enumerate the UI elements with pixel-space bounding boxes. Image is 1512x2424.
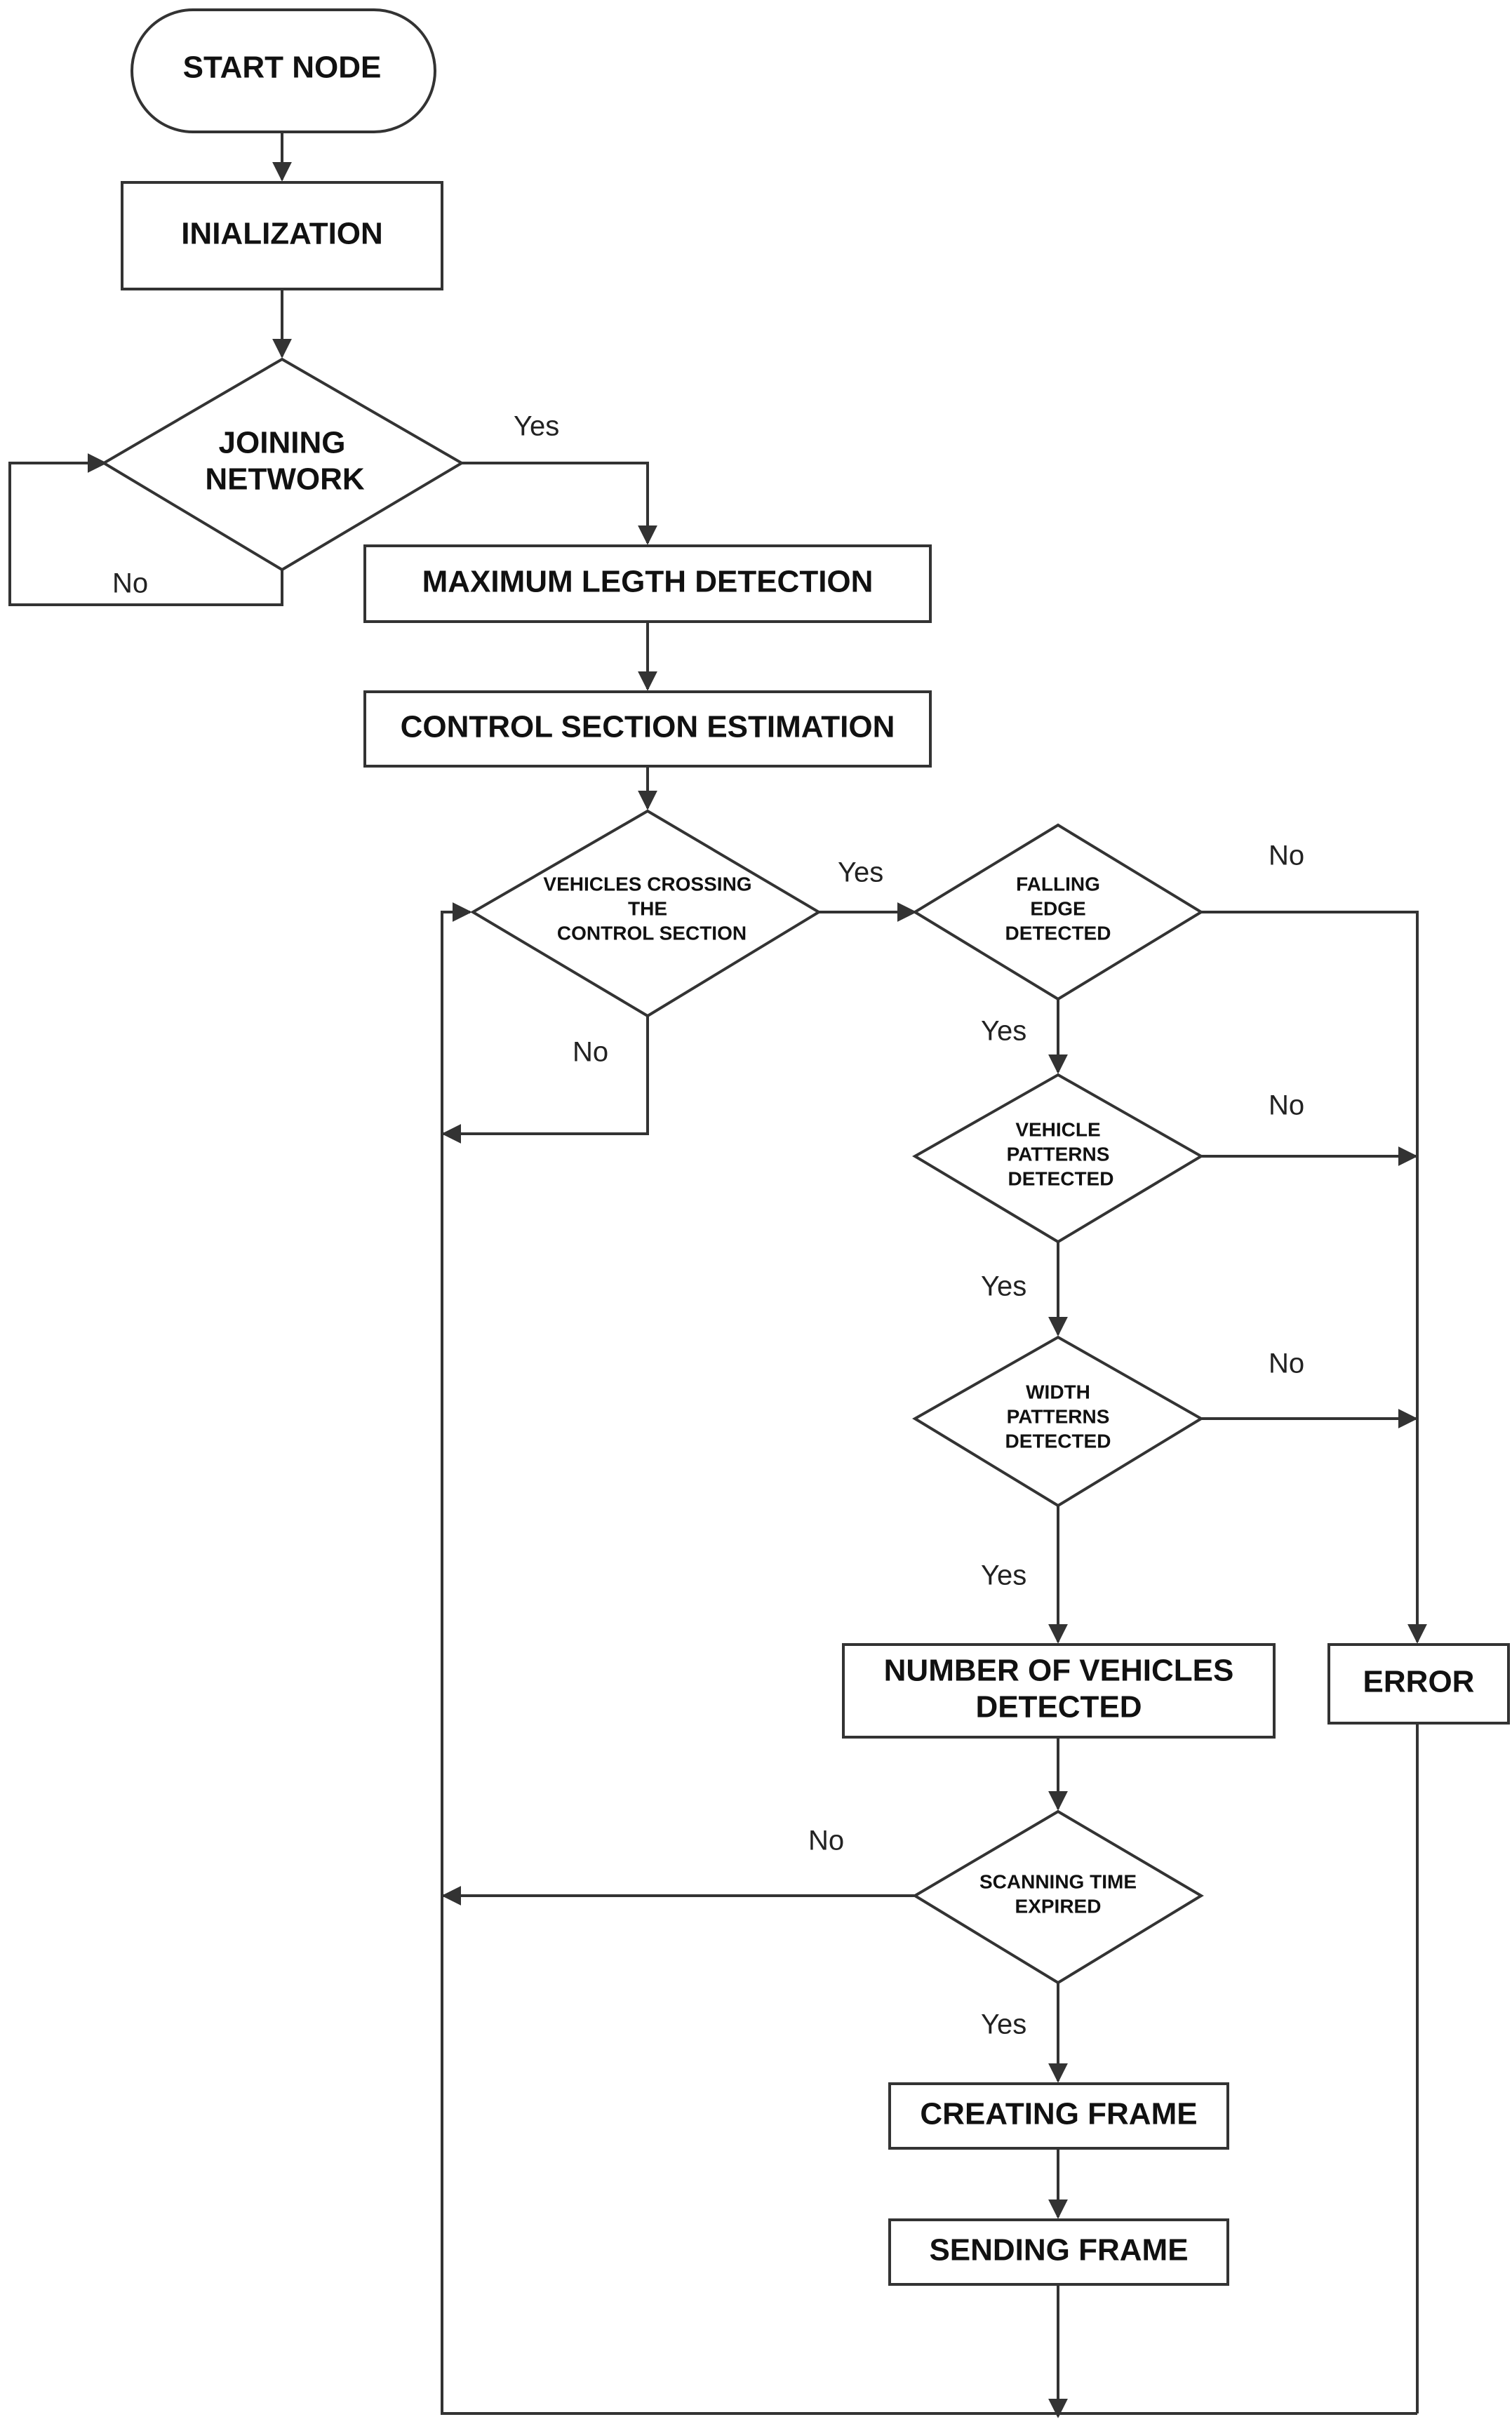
error-box-label: ERROR: [1363, 1665, 1475, 1699]
label-wpatterns-yes: Yes: [981, 1560, 1026, 1591]
label-falling-yes: Yes: [981, 1016, 1026, 1047]
falling-label-3: DETECTED: [1005, 922, 1111, 944]
edge-join-yes: [462, 462, 657, 545]
label-scanning-no: No: [808, 1826, 844, 1856]
number-label-1: NUMBER OF VEHICLES: [884, 1654, 1234, 1688]
crossing-label-3: CONTROL SECTION: [557, 922, 747, 944]
init-box: INIALIZATION: [121, 181, 443, 290]
wpatterns-label-3: DETECTED: [1005, 1430, 1111, 1452]
maxlen-box: MAXIMUM LEGTH DETECTION: [363, 544, 932, 623]
start-node: START NODE: [131, 8, 436, 133]
crossing-label-1: VEHICLES CROSSING: [543, 873, 751, 895]
scanning-decision: SCANNING TIME EXPIRED: [912, 1809, 1204, 1985]
control-box-label: CONTROL SECTION ESTIMATION: [401, 710, 895, 744]
wpatterns-label-2: PATTERNS: [1007, 1405, 1110, 1427]
label-crossing-yes: Yes: [838, 857, 883, 888]
label-join-yes: Yes: [514, 411, 559, 442]
vpatterns-label-2: PATTERNS: [1007, 1143, 1110, 1165]
join-label-1: JOINING: [219, 426, 346, 460]
label-join-no: No: [112, 568, 148, 599]
connectors: [8, 132, 1427, 2418]
label-vpatterns-yes: Yes: [981, 1271, 1026, 1302]
edge-labels: Yes No Yes No No Yes No Yes No Yes No Ye…: [112, 411, 1304, 2040]
falling-label-1: FALLING: [1016, 873, 1100, 895]
vpatterns-label-3: DETECTED: [1008, 1167, 1114, 1189]
scanning-label-1: SCANNING TIME: [979, 1870, 1137, 1892]
label-scanning-yes: Yes: [981, 2009, 1026, 2040]
edge-loop-return: [441, 902, 1417, 2415]
vpatterns-label-1: VEHICLE: [1015, 1118, 1100, 1140]
wpatterns-decision: WIDTH PATTERNS DETECTED: [912, 1335, 1204, 1508]
join-decision: JOINING NETWORK: [101, 357, 464, 572]
crossing-decision: VEHICLES CROSSING THE CONTROL SECTION: [470, 809, 822, 1018]
label-falling-no: No: [1269, 841, 1304, 871]
falling-label-2: EDGE: [1030, 897, 1085, 919]
number-box: NUMBER OF VEHICLES DETECTED: [842, 1643, 1276, 1739]
creating-box: CREATING FRAME: [888, 2082, 1229, 2150]
error-box: ERROR: [1327, 1643, 1510, 1725]
wpatterns-label-1: WIDTH: [1026, 1381, 1090, 1402]
label-vpatterns-no: No: [1269, 1090, 1304, 1121]
number-label-2: DETECTED: [975, 1690, 1142, 1725]
falling-decision: FALLING EDGE DETECTED: [912, 823, 1204, 1001]
edge-crossing-no: [441, 1016, 649, 1144]
maxlen-box-label: MAXIMUM LEGTH DETECTION: [422, 565, 874, 599]
join-label-2: NETWORK: [205, 462, 365, 497]
sending-box-label: SENDING FRAME: [929, 2233, 1188, 2268]
label-crossing-no: No: [573, 1037, 608, 1068]
edge-falling-no: [1201, 911, 1427, 1644]
scanning-label-2: EXPIRED: [1015, 1895, 1102, 1917]
label-wpatterns-no: No: [1269, 1348, 1304, 1379]
sending-box: SENDING FRAME: [888, 2218, 1229, 2286]
control-box: CONTROL SECTION ESTIMATION: [363, 690, 932, 768]
creating-box-label: CREATING FRAME: [920, 2097, 1197, 2131]
crossing-label-2: THE: [628, 897, 667, 919]
edge-join-no-loop: [8, 453, 283, 606]
vpatterns-decision: VEHICLE PATTERNS DETECTED: [912, 1073, 1204, 1244]
init-box-label: INIALIZATION: [181, 217, 383, 251]
start-node-label: START NODE: [183, 51, 382, 85]
